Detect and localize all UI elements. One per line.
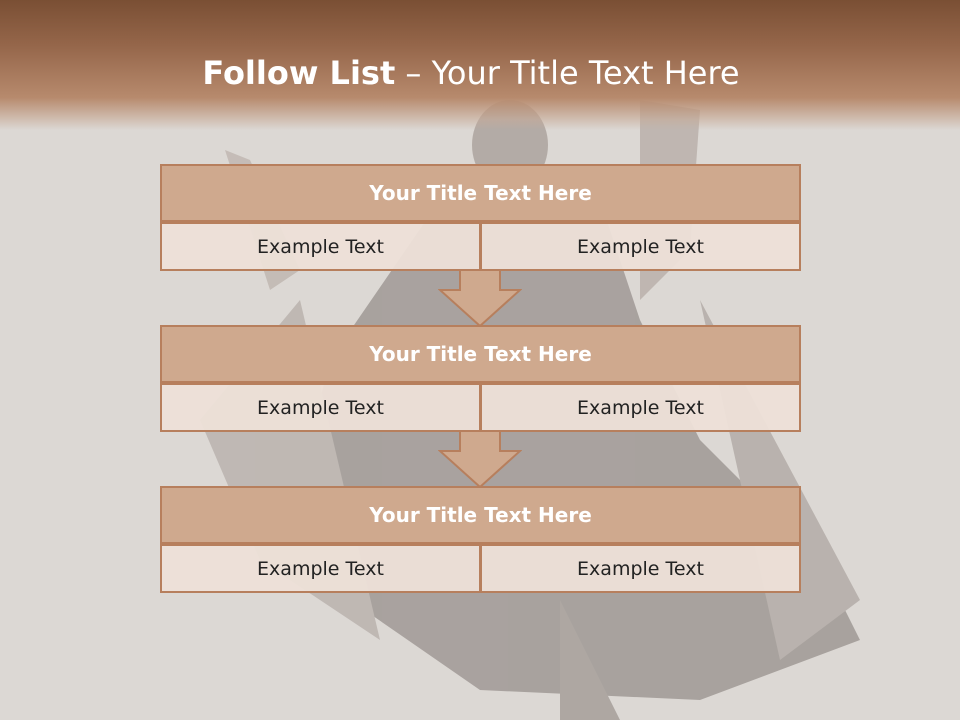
title-bold: Follow List [202,54,396,92]
title-rest: – Your Title Text Here [405,54,740,92]
step-cell-left: Example Text [160,222,481,271]
step-title: Your Title Text Here [160,486,801,544]
step-cell-right: Example Text [480,544,801,593]
step-title: Your Title Text Here [160,325,801,383]
step-cell-left: Example Text [160,544,481,593]
page-title: Follow List – Your Title Text Here [0,54,942,92]
step-title: Your Title Text Here [160,164,801,222]
step-cell-right: Example Text [480,222,801,271]
step-block-2: Your Title Text Here Example Text Exampl… [160,325,801,433]
down-arrow-icon [438,430,522,489]
step-block-3: Your Title Text Here Example Text Exampl… [160,486,801,594]
step-cell-left: Example Text [160,383,481,432]
down-arrow-icon [438,269,522,328]
step-cell-right: Example Text [480,383,801,432]
header-band [0,0,960,130]
step-block-1: Your Title Text Here Example Text Exampl… [160,164,801,272]
